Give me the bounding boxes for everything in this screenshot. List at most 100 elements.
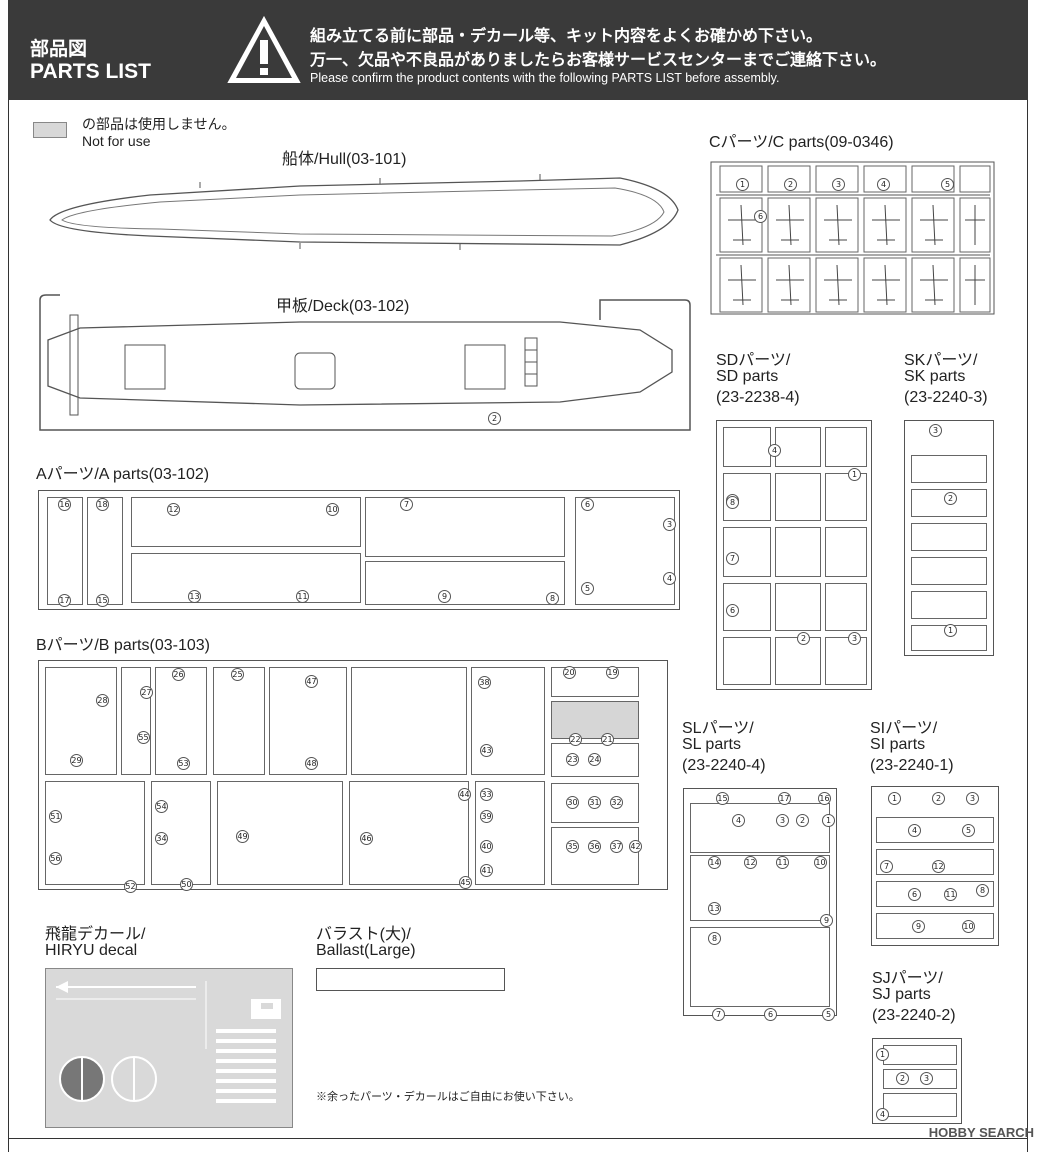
si-parts-label-code: (23-2240-1) [870,757,954,774]
b-cell [45,781,145,885]
part-number-b-47: 47 [305,675,318,688]
part-number-si-10: 10 [962,920,975,933]
part-number-a-7: 7 [400,498,413,511]
b-cell [351,667,467,775]
part-number-a-3: 3 [663,518,676,531]
part-number-c-6: 6 [754,210,767,223]
part-number-b-38: 38 [478,676,491,689]
a-parts-runner [38,490,680,610]
part-number-si-12: 12 [932,860,945,873]
part-number-sl-2: 2 [796,814,809,827]
part-number-b-54: 54 [155,800,168,813]
part-number-b-49: 49 [236,830,249,843]
part-number-a-18: 18 [96,498,109,511]
part-number-sd-8: 8 [726,496,739,509]
part-number-c-5: 5 [941,178,954,191]
part-number-b-33: 33 [480,788,493,801]
a-cell [365,497,565,557]
ballast-label-jp: バラスト(大)/ [316,926,411,943]
not-for-use-swatch [33,122,67,138]
part-number-si-2: 2 [932,792,945,805]
a-cell [365,561,565,605]
sd-parts-runner [716,420,872,690]
a-cell [87,497,123,605]
header-notice-line1: 組み立てる前に部品・デカール等、キット内容をよくお確かめ下さい。 [310,26,823,45]
part-number-b-41: 41 [480,864,493,877]
part-number-sd-7: 7 [726,552,739,565]
part-number-a-8: 8 [546,592,559,605]
part-number-a-5: 5 [581,582,594,595]
part-number-sj-4: 4 [876,1108,889,1121]
part-number-sl-7: 7 [712,1008,725,1021]
part-number-b-20: 20 [563,666,576,679]
part-number-b-35: 35 [566,840,579,853]
part-number-sd-3: 3 [848,632,861,645]
part-number-b-28: 28 [96,694,109,707]
part-number-b-19: 19 [606,666,619,679]
part-number-si-11: 11 [944,888,957,901]
part-number-sl-8: 8 [708,932,721,945]
part-number-b-23: 23 [566,753,579,766]
part-number-b-50: 50 [180,878,193,891]
part-number-b-21: 21 [601,733,614,746]
part-number-b-22: 22 [569,733,582,746]
header-en-title: PARTS LIST [30,60,151,83]
decal-label-jp: 飛龍デカール/ [45,926,146,943]
part-number-sl-11: 11 [776,856,789,869]
header-notice-line2: 万一、欠品や不良品がありましたらお客様サービスセンターまでご連絡下さい。 [310,50,887,69]
part-number-si-9: 9 [912,920,925,933]
part-number-sl-3: 3 [776,814,789,827]
part-number-a-6: 6 [581,498,594,511]
part-number-sl-10: 10 [814,856,827,869]
part-number-a-15: 15 [96,594,109,607]
part-number-si-3: 3 [966,792,979,805]
part-number-si-6: 6 [908,888,921,901]
part-number-b-24: 24 [588,753,601,766]
b-cell [213,667,265,775]
part-number-sl-15: 15 [716,792,729,805]
sj-parts-label-jp: SJパーツ/ [872,970,943,987]
part-number-b-44: 44 [458,788,471,801]
part-number-b-27: 27 [140,686,153,699]
part-number-b-30: 30 [566,796,579,809]
legend-en: Not for use [82,133,151,149]
part-number-b-43: 43 [480,744,493,757]
sd-parts-label-en: SD parts [716,368,779,385]
sk-parts-label-code: (23-2240-3) [904,389,988,406]
b-parts-label: Bパーツ/B parts(03-103) [36,637,210,654]
part-number-c-3: 3 [832,178,845,191]
sj-parts-label-en: SJ parts [872,986,931,1003]
part-number-b-37: 37 [610,840,623,853]
part-number-b-56: 56 [49,852,62,865]
part-number-b-48: 48 [305,757,318,770]
part-number-b-29: 29 [70,754,83,767]
part-number-b-52: 52 [124,880,137,893]
part-number-a-16: 16 [58,498,71,511]
part-number-b-40: 40 [480,840,493,853]
part-number-sd-1: 1 [848,468,861,481]
part-number-a-11: 11 [296,590,309,603]
part-number-b-39: 39 [480,810,493,823]
part-number-a-12: 12 [167,503,180,516]
part-number-sl-12: 12 [744,856,757,869]
part-number-si-5: 5 [962,824,975,837]
part-number-b-42: 42 [629,840,642,853]
part-number-sl-13: 13 [708,902,721,915]
a-cell [131,553,361,603]
part-number-b-26: 26 [172,668,185,681]
a-parts-label: Aパーツ/A parts(03-102) [36,466,210,483]
part-number-si-8: 8 [976,884,989,897]
part-number-c-2: 2 [784,178,797,191]
part-number-a-10: 10 [326,503,339,516]
part-number-sj-3: 3 [920,1072,933,1085]
part-number-b-51: 51 [49,810,62,823]
part-number-sk-3: 3 [929,424,942,437]
header-jp-title: 部品図 [30,38,88,60]
part-number-sl-16: 16 [818,792,831,805]
part-number-a-4: 4 [663,572,676,585]
part-number-si-1: 1 [888,792,901,805]
part-number-si-7: 7 [880,860,893,873]
decal-artwork [56,981,281,1103]
part-number-sd-4: 4 [768,444,781,457]
a-cell [47,497,83,605]
